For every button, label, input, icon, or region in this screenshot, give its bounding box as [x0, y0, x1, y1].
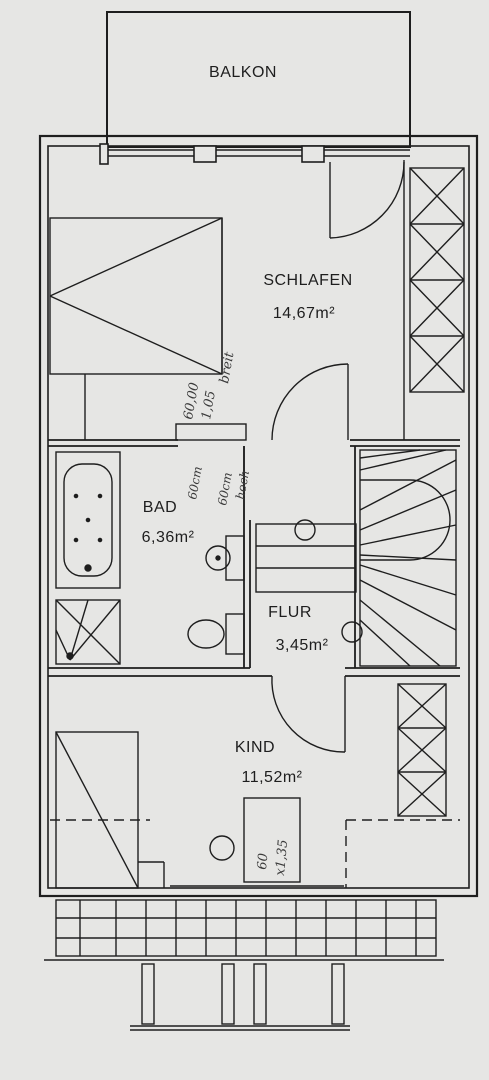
note-bed-width-2: 1,05 [199, 390, 219, 421]
note-bad-door-2: 60cm [215, 471, 235, 506]
desk-kind [170, 797, 344, 887]
bed-schlafen [49, 217, 223, 440]
note-bad-door-1: 60cm [185, 465, 205, 500]
bad-label: BAD [143, 499, 177, 516]
bathtub [55, 451, 121, 589]
note-bed-width-1: 60,00 [181, 381, 202, 420]
washbasin [205, 535, 245, 581]
shower [55, 599, 121, 665]
door-kind [271, 675, 346, 753]
flur-area: 3,45m² [276, 637, 329, 654]
wardrobe-kind [397, 683, 447, 817]
stairs [255, 449, 457, 667]
dashed-lines-kind [50, 819, 460, 888]
bed-kind [55, 731, 165, 889]
kind-area: 11,52m² [241, 769, 302, 786]
interior-walls [48, 439, 460, 677]
bottom-railing [44, 899, 444, 961]
balcony [106, 11, 411, 148]
note-desk-1: 60 [255, 853, 271, 871]
top-window [99, 143, 410, 165]
note-bad-door-3: hoch [233, 469, 252, 500]
bad-area: 6,36m² [142, 529, 195, 546]
door-bad [175, 423, 247, 520]
wardrobe-schlafen [403, 160, 465, 440]
door-schlafen [271, 363, 349, 441]
toilet [187, 613, 245, 655]
balkon-label: BALKON [209, 64, 277, 81]
schlafen-area: 14,67m² [273, 305, 335, 322]
door-schlafen-balcony [329, 161, 405, 239]
outer-walls [38, 134, 479, 898]
note-desk-2: x1,35 [273, 839, 291, 876]
handwritten-notes: 60,00 1,05 breit 60cm 60cm hoch 60 x1,35 [181, 350, 291, 876]
schlafen-label: SCHLAFEN [263, 272, 352, 289]
pergola [130, 963, 350, 1031]
room-labels: BALKON SCHLAFEN 14,67m² BAD 6,36m² FLUR … [142, 64, 353, 786]
note-bed-width-3: breit [217, 350, 237, 384]
flur-label: FLUR [268, 604, 312, 621]
kind-label: KIND [235, 739, 275, 756]
